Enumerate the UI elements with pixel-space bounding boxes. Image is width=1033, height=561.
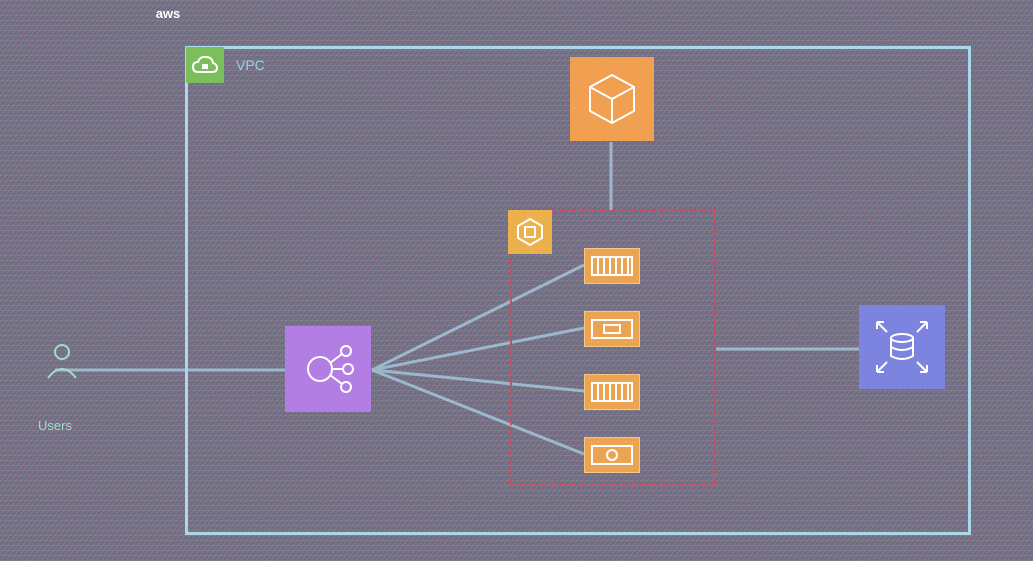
load-balancer-icon (285, 326, 371, 412)
aws-logo: aws (150, 6, 186, 34)
auto-scaling-group (510, 210, 716, 485)
cube-icon (570, 57, 654, 141)
vpc-label: VPC (236, 57, 265, 73)
lb-to-instance-1-line (371, 263, 585, 372)
lb-to-instance-2-line (371, 326, 585, 372)
instance-icon (584, 311, 640, 347)
vpc-group (185, 46, 971, 535)
instance-icon (584, 248, 640, 284)
users-icon (47, 344, 77, 379)
lb-to-instance-3-line (371, 368, 585, 393)
database-icon (859, 305, 945, 389)
instance-icon (584, 374, 640, 410)
autoscaling-icon (508, 210, 552, 254)
instance-icon (584, 437, 640, 473)
users-label: Users (38, 418, 72, 433)
lb-to-instance-4-line (371, 368, 585, 456)
vpc-badge-icon (186, 47, 224, 83)
aws-logo-text: aws (155, 6, 181, 21)
